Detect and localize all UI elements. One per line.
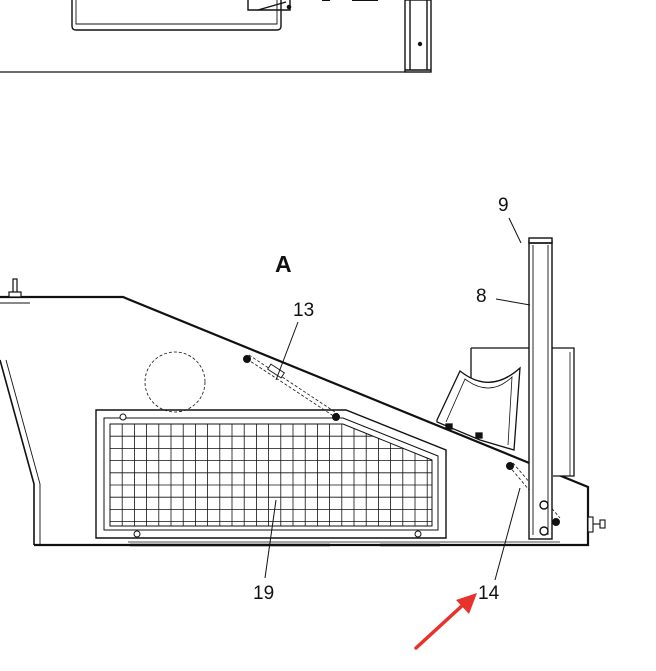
callout-8: 8: [476, 286, 487, 307]
red-arrow-icon: [414, 593, 477, 650]
callout-13: 13: [293, 300, 314, 321]
leader-lines: [264, 217, 531, 581]
grille-frame: [95, 409, 447, 539]
cradle: [436, 366, 521, 451]
vertical-panel: [528, 237, 553, 540]
view-label-a: A: [275, 251, 292, 277]
gas-strut-13: [243, 354, 340, 421]
grille-mesh: [109, 423, 433, 527]
knob-post: [0, 278, 30, 304]
callout-9: 9: [498, 195, 509, 216]
callout-19: 19: [253, 583, 274, 604]
callout-14: 14: [478, 583, 500, 604]
side-pin: [587, 516, 606, 533]
upper-partial-view: [0, 0, 432, 73]
dashed-circle: [144, 351, 206, 413]
main-housing: [0, 295, 590, 547]
